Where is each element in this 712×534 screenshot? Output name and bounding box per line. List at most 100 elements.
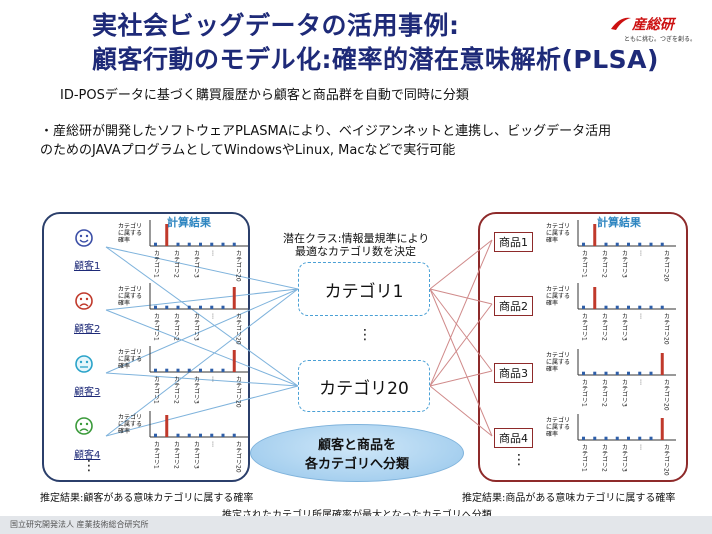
- product-chart-3-bar-0: [582, 371, 585, 375]
- customer-chart-1-xtick-0: カテゴリ1: [153, 250, 160, 278]
- customer-chart-2-xtick-4: カテゴリ20: [235, 313, 242, 345]
- category-box-20: カテゴリ20: [298, 360, 430, 412]
- face-eye-right-3: [85, 360, 89, 364]
- customer-connector-7: [105, 385, 299, 437]
- face-eye-right-1: [85, 234, 89, 238]
- product-chart-3-xtick-0: カテゴリ1: [581, 379, 588, 407]
- product-chart-1-xtick-2: カテゴリ3: [621, 250, 628, 278]
- customer-chart-2-ylabel: カテゴリ: [118, 285, 142, 293]
- customer-chart-3-bar-0: [154, 368, 157, 372]
- customer-chart-4-bar-1: [165, 415, 169, 437]
- customer-chart-1-bar-3: [187, 242, 191, 246]
- product-chart-3-bar-5: [638, 371, 642, 375]
- face-outline-4: [75, 417, 93, 435]
- connector-lines: [105, 239, 493, 437]
- product-chart-3-xtick-2: カテゴリ3: [621, 379, 628, 407]
- customer-chart-3-bar-4: [199, 368, 202, 372]
- customer-chart-1-xtick-4: カテゴリ20: [235, 250, 242, 282]
- product-connector-0: [429, 239, 493, 290]
- customer-connector-0: [105, 246, 299, 290]
- product-connector-4: [429, 288, 493, 372]
- customer-chart-1-bar-2: [176, 242, 180, 246]
- product-chart-4-bar-3: [615, 436, 619, 440]
- product-chart-4-bar-7: [660, 418, 664, 440]
- face-eye-left-3: [79, 360, 83, 364]
- customer-chart-3-bar-1: [165, 368, 169, 372]
- product-chart-1-bar-4: [627, 242, 630, 246]
- customer-chart-4-bar-3: [187, 433, 191, 437]
- customer-chart-1-bar-0: [154, 242, 157, 246]
- customer-panel: [42, 212, 250, 482]
- customer-chart-2-xtick-2: カテゴリ3: [193, 313, 200, 341]
- product-chart-1-ylabel-3: 確率: [546, 236, 558, 244]
- aist-logo: 産総研 ともに挑む。つぎを創る。: [610, 14, 705, 50]
- description-line2: のためのJAVAプログラムとしてWindowsやLinux, Macなどで実行可…: [40, 143, 456, 158]
- customer-chart-3-xtick-2: カテゴリ3: [193, 376, 200, 404]
- product-chart-4-bar-6: [649, 436, 653, 440]
- product-chart-3-bar-4: [627, 371, 630, 375]
- product-chart-3-xtick-4: カテゴリ20: [663, 379, 670, 411]
- customer-chart-2-bar-0: [154, 305, 157, 309]
- customer-chart-4-bar-5: [210, 433, 214, 437]
- customer-connector-5: [105, 372, 299, 387]
- customer-connector-4: [105, 288, 299, 374]
- customer-chart-2-xtick-0: カテゴリ1: [153, 313, 160, 341]
- customer-chart-4-bar-0: [154, 433, 157, 437]
- logo-text: 産総研: [632, 17, 674, 33]
- logo-tagline: ともに挑む。つぎを創る。: [624, 36, 697, 43]
- product-chart-1-bar-2: [604, 242, 608, 246]
- product-chart-3-bar-2: [604, 371, 608, 375]
- customer-chart-2-bar-4: [199, 305, 202, 309]
- smile-face-icon: [75, 229, 93, 247]
- customer-chart-2-bar-3: [187, 305, 191, 309]
- customer-connector-3: [105, 309, 299, 387]
- product-chart-2-bar-4: [627, 305, 630, 309]
- customer-chart-4-bar-4: [199, 433, 202, 437]
- face-outline-2: [75, 292, 93, 310]
- logo-swoosh-icon: [611, 17, 631, 30]
- customer-chart-4-ylabel-3: 確率: [118, 427, 130, 435]
- product-chart-3-bar-7: [660, 353, 664, 375]
- customer-chart-3-xtick-4: カテゴリ20: [235, 376, 242, 408]
- customer-chart-2-ylabel-3: 確率: [118, 299, 130, 307]
- customer-chart-3-xtick-1: カテゴリ2: [173, 376, 180, 404]
- product-chart-4-xtick-0: カテゴリ1: [581, 444, 588, 472]
- customer-chart-2-bar-1: [165, 305, 169, 309]
- customer-chart-4-bar-2: [176, 433, 180, 437]
- customer-chart-3-ylabel-2: に属する: [118, 356, 142, 363]
- product-chart-4-bar-1: [593, 436, 597, 440]
- face-eye-right-4: [85, 422, 89, 426]
- right-calc-label: 計算結果: [597, 216, 641, 229]
- description-line1: ・産総研が開発したソフトウェアPLASMAにより、ベイジアンネットと連携し、ビッ…: [40, 124, 612, 139]
- customer-chart-2-ylabel-2: に属する: [118, 293, 142, 300]
- customer-chart-4-xtick-4: カテゴリ20: [235, 441, 242, 473]
- product-chart-4-bar-4: [627, 436, 630, 440]
- category-middle-dots: ⋮: [358, 327, 372, 343]
- customer-faces: [75, 229, 93, 435]
- product-chart-2-bar-1: [593, 287, 597, 309]
- product-label-4: 商品4: [494, 428, 533, 448]
- product-chart-3-bar-6: [649, 371, 653, 375]
- product-connector-6: [429, 288, 493, 437]
- product-chart-2-bar-3: [615, 305, 619, 309]
- product-chart-2-xtick-0: カテゴリ1: [581, 313, 588, 341]
- customer-chart-1-bar-7: [232, 242, 236, 246]
- product-chart-1-xtick-4: カテゴリ20: [663, 250, 670, 282]
- product-connector-7: [429, 385, 493, 437]
- customer-label-3: 顧客3: [74, 387, 101, 398]
- classification-note: 推定されたカテゴリ所属確率が最大となったカテゴリへ分類: [222, 506, 492, 521]
- customer-chart-3-bar-2: [176, 368, 180, 372]
- page-title-line1: 実社会ビッグデータの活用事例:: [92, 11, 460, 40]
- category-box-20-label: カテゴリ20: [319, 378, 409, 399]
- customer-chart-2-xtick-1: カテゴリ2: [173, 313, 180, 341]
- product-chart-4-ylabel-2: に属する: [546, 424, 570, 431]
- customer-chart-1-ylabel-2: に属する: [118, 230, 142, 237]
- ellipse-line1: 顧客と商品を: [317, 438, 396, 453]
- subtitle: ID-POSデータに基づく購買履歴から顧客と商品群を自動で同時に分類: [60, 88, 469, 103]
- customer-chart-4-ylabel-2: に属する: [118, 421, 142, 428]
- customer-chart-4-xtick-2: カテゴリ3: [193, 441, 200, 469]
- product-label-2: 商品2: [494, 296, 533, 316]
